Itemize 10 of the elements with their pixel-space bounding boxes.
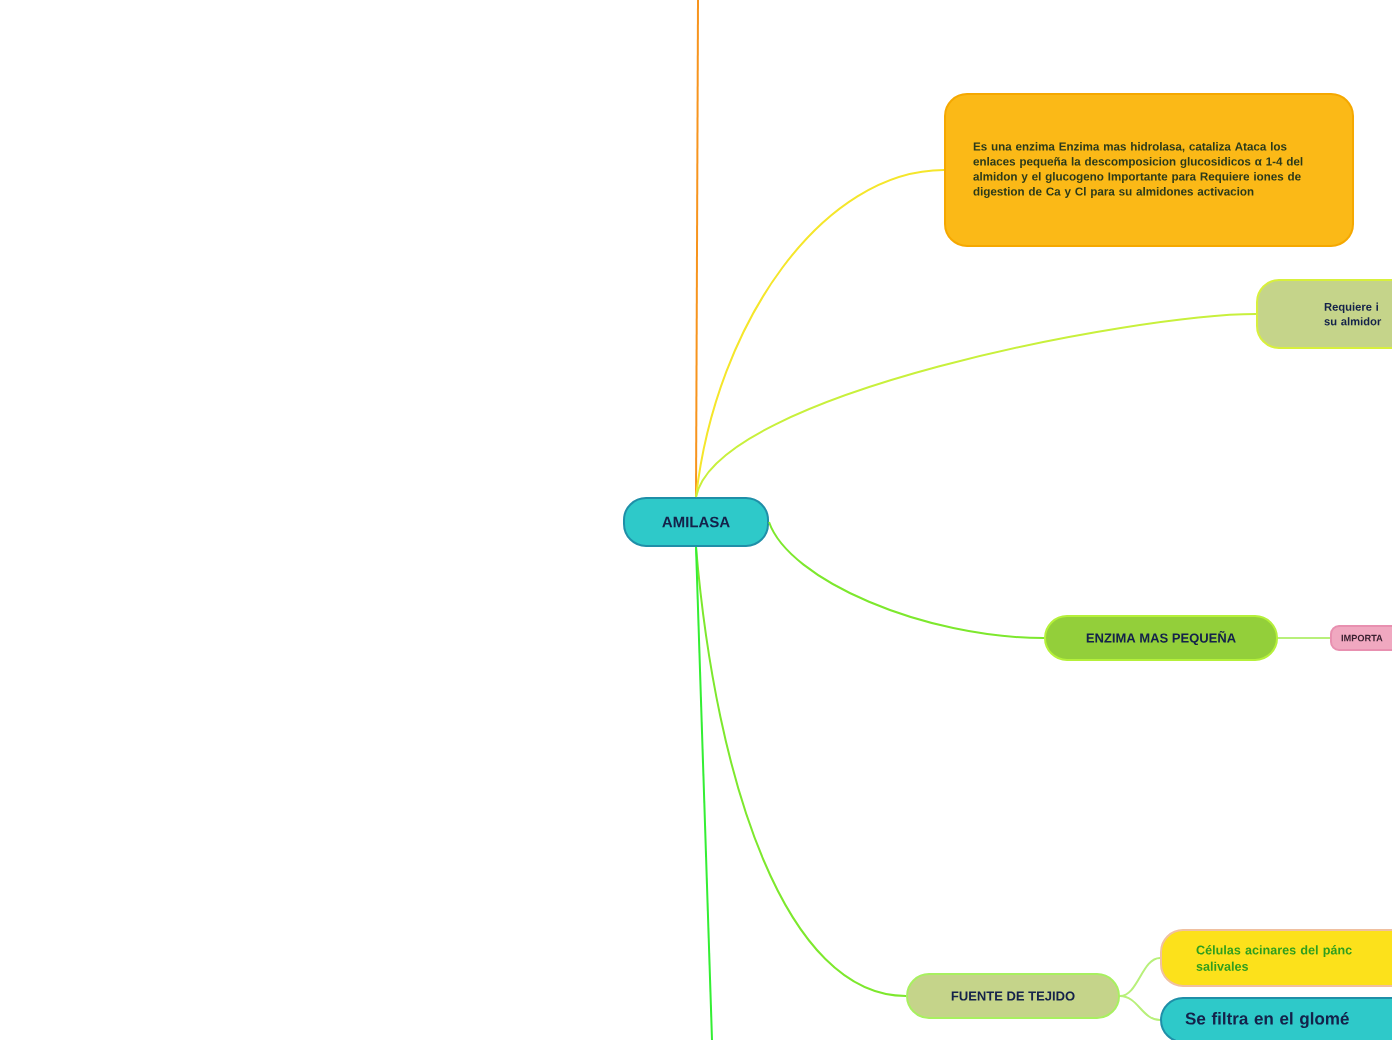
connector-line: [1119, 995, 1161, 1021]
connector-line: [1119, 957, 1161, 997]
connector-line: [695, 169, 945, 498]
connector-line: [768, 521, 1045, 639]
topic-box: Se filtra en el glomé: [1160, 997, 1392, 1040]
connector-line: [695, 313, 1257, 498]
connector-line: [695, 0, 699, 498]
connector-line: [695, 546, 907, 997]
connector-line: [1277, 637, 1331, 639]
connector-line: [695, 546, 713, 1040]
